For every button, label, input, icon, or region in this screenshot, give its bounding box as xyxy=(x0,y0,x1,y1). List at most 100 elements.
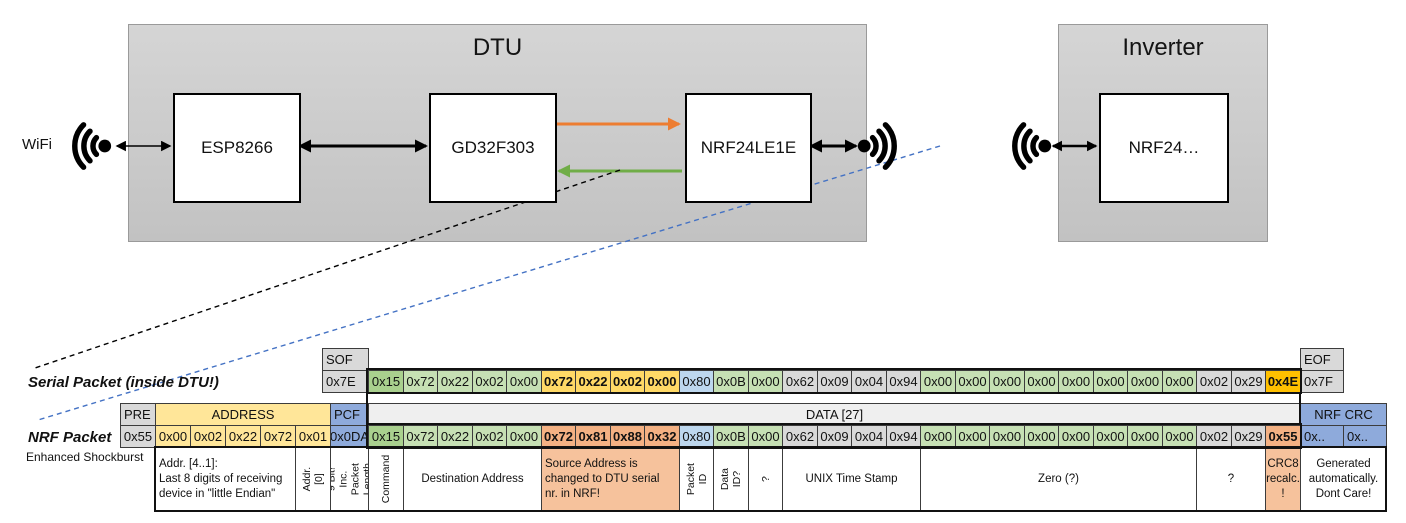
annotation-cell: Command xyxy=(368,447,404,512)
component-gd32f303: GD32F303 xyxy=(429,93,557,203)
nrf-byte-cell: 0x00 xyxy=(955,425,990,448)
component-nrf24le1e: NRF24LE1E xyxy=(685,93,812,203)
nrf-byte-cell: 0x02 xyxy=(472,425,507,448)
annotation-cell: Source Address is changed to DTU serial … xyxy=(541,447,680,512)
serial-byte-cell: 0x00 xyxy=(1058,370,1094,393)
nrf-byte-cell: 0x00 xyxy=(748,425,783,448)
nrf-byte-cell: 0x00 xyxy=(1093,425,1128,448)
annotation-cell: 9 Bit! Inc. Packet Length xyxy=(330,447,369,512)
serial-byte-cell: 0x72 xyxy=(541,370,576,393)
nrf-packet-label: NRF Packet xyxy=(28,429,112,446)
serial-byte-cell: 0x04 xyxy=(851,370,887,393)
annotation-cell: Addr. [4..1]: Last 8 digits of receiving… xyxy=(155,447,296,512)
annotation-vertical-text: ? xyxy=(759,476,772,483)
nrf-byte-cell: 0x22 xyxy=(437,425,473,448)
serial-byte-cell: 0x00 xyxy=(1162,370,1197,393)
nrf-byte-cell: 0x04 xyxy=(851,425,887,448)
serial-byte-cell: 0x00 xyxy=(506,370,542,393)
serial-byte-cell: 0x00 xyxy=(1093,370,1128,393)
serial-byte-cell: 0x02 xyxy=(472,370,507,393)
wifi-icon xyxy=(72,122,112,170)
annotation-cell: ? xyxy=(1196,447,1266,512)
dtu-title: DTU xyxy=(472,34,523,61)
nrf-address-byte-cell: 0x00 xyxy=(155,425,191,448)
serial-byte-cell: 0x00 xyxy=(989,370,1025,393)
pre-header-cell: PRE xyxy=(120,403,156,426)
eof-value-cell: 0x7F xyxy=(1300,370,1344,393)
serial-byte-cell: 0x02 xyxy=(1196,370,1232,393)
nrf-byte-cell: 0x00 xyxy=(506,425,542,448)
nrf-byte-cell: 0x32 xyxy=(644,425,680,448)
annotation-vertical-text: Command xyxy=(379,455,392,504)
serial-byte-cell: 0x0B xyxy=(713,370,749,393)
annotation-cell: UNIX Time Stamp xyxy=(782,447,921,512)
annotation-cell: CRC8 recalc. ! xyxy=(1265,447,1301,512)
sof-value-cell: 0x7E xyxy=(322,370,369,393)
wifi-icon xyxy=(857,122,897,170)
annotation-cell: Destination Address xyxy=(403,447,542,512)
serial-packet-label: Serial Packet (inside DTU!) xyxy=(28,374,219,391)
nrf-byte-cell: 0x00 xyxy=(989,425,1025,448)
nrf-byte-cell: 0x81 xyxy=(575,425,611,448)
nrf-byte-cell: 0x00 xyxy=(920,425,956,448)
annotation-cell: Packet ID xyxy=(679,447,715,512)
nrf-byte-cell: 0x00 xyxy=(1058,425,1094,448)
nrf-byte-cell: 0x0B xyxy=(713,425,749,448)
serial-byte-cell: 0x00 xyxy=(748,370,783,393)
nrf-byte-cell: 0x62 xyxy=(782,425,818,448)
nrf-byte-cell: 0x00 xyxy=(1127,425,1163,448)
inverter-title: Inverter xyxy=(1122,34,1204,61)
annotation-cell: Data ID? xyxy=(713,447,749,512)
annotation-cell: Zero (?) xyxy=(920,447,1197,512)
nrf-byte-cell: 0x15 xyxy=(368,425,404,448)
nrf-crc-header-cell: NRF CRC xyxy=(1300,403,1387,426)
wifi-label: WiFi xyxy=(22,136,52,153)
serial-byte-cell: 0x80 xyxy=(679,370,714,393)
annotation-vertical-text: 9 Bit! Inc. Packet Length xyxy=(330,463,369,496)
nrf-byte-cell: 0x09 xyxy=(817,425,852,448)
serial-byte-cell: 0x62 xyxy=(782,370,818,393)
nrf-crc-byte-cell: 0x.. xyxy=(1300,425,1344,448)
nrf-byte-cell: 0x00 xyxy=(1024,425,1059,448)
annotation-vertical-text: Data ID? xyxy=(718,468,743,491)
eof-header-cell: EOF xyxy=(1300,348,1344,371)
wifi-icon xyxy=(1012,122,1052,170)
serial-byte-cell: 0x09 xyxy=(817,370,852,393)
pcf-value-cell: 0x0DA xyxy=(330,425,369,448)
annotation-vertical-text: Addr.[0] xyxy=(300,467,325,492)
nrf-byte-cell: 0x88 xyxy=(610,425,645,448)
component-inverter-nrf24: NRF24… xyxy=(1099,93,1229,203)
nrf-byte-cell: 0x55 xyxy=(1265,425,1301,448)
sof-header-cell: SOF xyxy=(322,348,369,371)
serial-byte-cell: 0x22 xyxy=(575,370,611,393)
serial-byte-cell: 0x00 xyxy=(955,370,990,393)
annotation-cell: ? xyxy=(748,447,784,512)
nrf-byte-cell: 0x72 xyxy=(403,425,438,448)
data-header-cell: DATA [27] xyxy=(368,403,1301,426)
nrf-address-byte-cell: 0x22 xyxy=(225,425,261,448)
serial-byte-cell: 0x22 xyxy=(437,370,473,393)
nrf-byte-cell: 0x29 xyxy=(1231,425,1266,448)
enhanced-shockburst-label: Enhanced Shockburst xyxy=(26,450,144,464)
serial-byte-cell: 0x00 xyxy=(1024,370,1059,393)
annotation-vertical-text: Packet ID xyxy=(684,463,709,496)
nrf-byte-cell: 0x02 xyxy=(1196,425,1232,448)
pre-value-cell: 0x55 xyxy=(120,425,156,448)
nrf-byte-cell: 0x00 xyxy=(1162,425,1197,448)
nrf-address-byte-cell: 0x01 xyxy=(295,425,331,448)
pcf-header-cell: PCF xyxy=(330,403,369,426)
component-esp8266: ESP8266 xyxy=(173,93,301,203)
nrf-address-byte-cell: 0x02 xyxy=(190,425,226,448)
nrf-byte-cell: 0x80 xyxy=(679,425,714,448)
address-header-cell: ADDRESS xyxy=(155,403,331,426)
serial-byte-cell: 0x15 xyxy=(368,370,404,393)
serial-byte-cell: 0x4E xyxy=(1265,370,1301,393)
nrf-address-byte-cell: 0x72 xyxy=(260,425,296,448)
serial-byte-cell: 0x00 xyxy=(644,370,680,393)
annotation-cell: Addr.[0] xyxy=(295,447,331,512)
serial-byte-cell: 0x00 xyxy=(920,370,956,393)
serial-byte-cell: 0x29 xyxy=(1231,370,1266,393)
nrf-byte-cell: 0x94 xyxy=(886,425,921,448)
serial-byte-cell: 0x02 xyxy=(610,370,645,393)
